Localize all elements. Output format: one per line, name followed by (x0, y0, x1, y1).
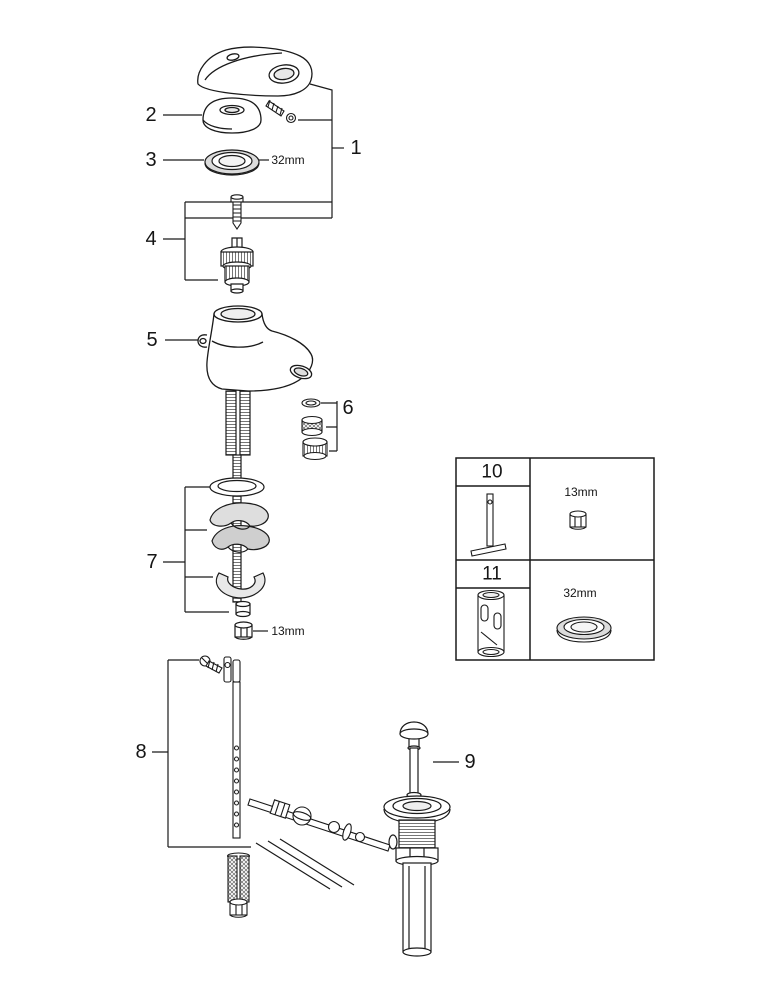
callout-1: 1 (350, 137, 362, 159)
toolbox-dim-32mm: 32mm (563, 586, 597, 600)
lift-rod-assembly (199, 655, 391, 918)
dimension-label-13mm: 13mm (271, 624, 305, 638)
mounting-key-tool (470, 493, 507, 557)
dome-cap (202, 97, 262, 134)
callout-9: 9 (464, 751, 476, 773)
callout-3: 3 (145, 149, 157, 171)
socket-tool (477, 589, 505, 658)
cartridge-screw (230, 194, 244, 230)
ring-icon-32mm (556, 616, 612, 643)
mounting-hardware (209, 477, 270, 640)
retaining-ring-32mm (204, 149, 260, 176)
callout-8: 8 (135, 741, 147, 763)
leader-lines (152, 83, 459, 890)
callout-6: 6 (342, 397, 354, 419)
callout-2: 2 (145, 104, 157, 126)
pop-up-plunger (399, 721, 429, 799)
drain-body (383, 795, 451, 957)
aerator-parts (301, 398, 328, 461)
handle-set-screw (265, 99, 297, 124)
toolbox-number-11: 11 (482, 563, 502, 585)
callout-7: 7 (146, 551, 158, 573)
cartridge (220, 237, 254, 294)
toolbox-number-10: 10 (481, 461, 503, 483)
callout-4: 4 (145, 228, 157, 250)
faucet-body (197, 305, 314, 392)
callout-5: 5 (146, 329, 158, 351)
toolbox-dim-13mm: 13mm (564, 485, 598, 499)
handle-lever (197, 46, 313, 97)
nut-icon-13mm (569, 510, 587, 530)
dimension-label-32mm: 32mm (271, 153, 305, 167)
